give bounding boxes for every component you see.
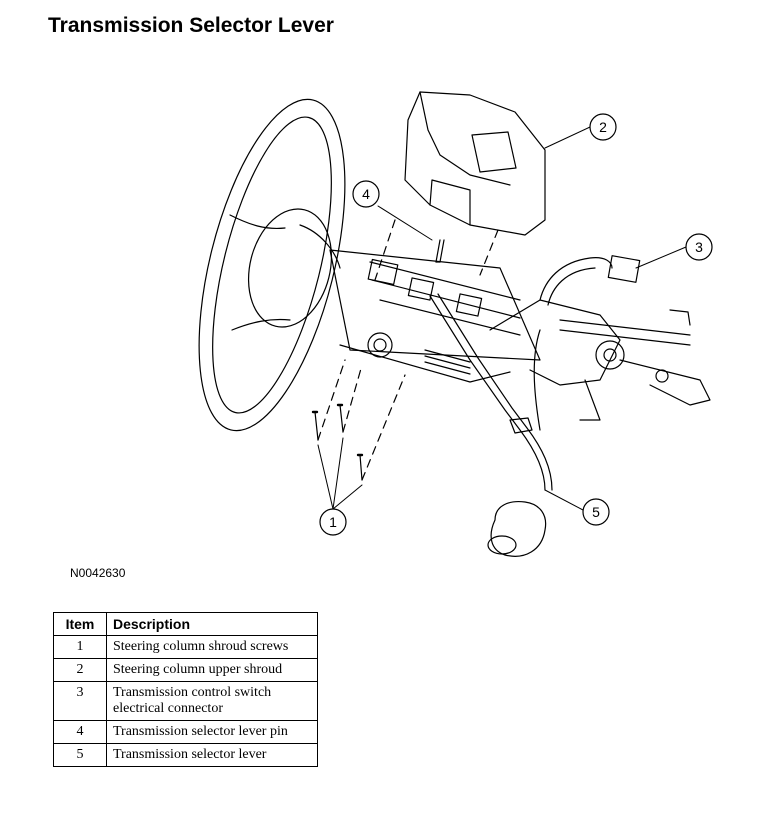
column-header-description: Description	[106, 612, 318, 636]
item-number: 2	[53, 658, 107, 682]
steering-wheel	[198, 98, 346, 432]
item-number: 4	[53, 720, 107, 744]
lever-pin	[435, 239, 445, 263]
svg-text:5: 5	[592, 504, 600, 520]
selector-lever	[429, 293, 553, 557]
figure-id: N0042630	[70, 566, 126, 580]
callout-1: 1	[319, 508, 347, 536]
upper-shroud	[404, 91, 546, 236]
callout-5: 5	[582, 498, 610, 526]
table-row: 5 Transmission selector lever	[53, 743, 318, 767]
table-row: 1 Steering column shroud screws	[53, 635, 318, 659]
item-description: Steering column shroud screws	[106, 635, 318, 659]
column-header-item: Item	[53, 612, 107, 636]
table-header-row: Item Description	[53, 612, 318, 636]
shroud-screws	[311, 403, 364, 481]
table-row: 4 Transmission selector lever pin	[53, 720, 318, 744]
callout-2: 2	[589, 113, 617, 141]
steering-column	[329, 249, 711, 421]
alignment-lines	[317, 219, 499, 481]
table-row: 3 Transmission control switch electrical…	[53, 681, 318, 721]
items-table: Item Description 1 Steering column shrou…	[53, 612, 318, 767]
svg-text:3: 3	[695, 239, 703, 255]
svg-text:2: 2	[599, 119, 607, 135]
item-number: 1	[53, 635, 107, 659]
svg-text:4: 4	[362, 186, 370, 202]
table-row: 2 Steering column upper shroud	[53, 658, 318, 682]
page-title: Transmission Selector Lever	[48, 14, 334, 37]
item-description: Transmission control switch electrical c…	[106, 681, 318, 721]
item-description: Steering column upper shroud	[106, 658, 318, 682]
item-description: Transmission selector lever pin	[106, 720, 318, 744]
leader-lines	[317, 126, 687, 511]
steering-column-illustration: 1 2 3 4 5	[198, 91, 713, 557]
item-number: 5	[53, 743, 107, 767]
item-number: 3	[53, 681, 107, 721]
electrical-connector	[533, 255, 641, 431]
callout-3: 3	[685, 233, 713, 261]
svg-text:1: 1	[329, 514, 337, 530]
item-description: Transmission selector lever	[106, 743, 318, 767]
callout-4: 4	[352, 180, 380, 208]
